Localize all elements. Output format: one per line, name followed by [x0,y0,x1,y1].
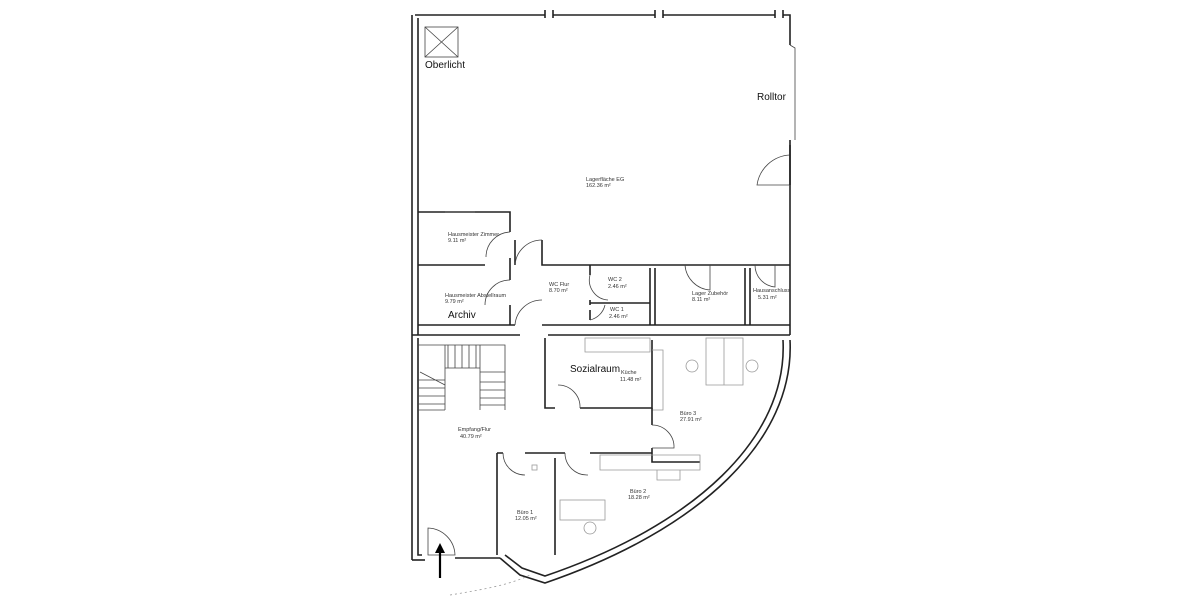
skylight-label: Oberlicht [425,60,465,71]
skylight-icon [424,26,459,58]
svg-text:Büro 1: Büro 1 [517,510,533,516]
svg-text:9.11 m²: 9.11 m² [448,238,466,244]
room-buero-3: Büro 327.91 m² [680,411,702,423]
rolling-door-label: Rolltor [757,92,787,103]
svg-text:Lagerfläche EG: Lagerfläche EG [586,177,624,183]
svg-text:2.46 m²: 2.46 m² [609,314,628,320]
svg-text:Büro 2: Büro 2 [630,489,646,495]
svg-text:8.11 m²: 8.11 m² [692,297,710,303]
svg-text:12.05 m²: 12.05 m² [515,516,537,522]
walls [411,10,796,596]
svg-text:Hausmeister Abstellraum: Hausmeister Abstellraum [445,293,507,299]
svg-text:WC 1: WC 1 [610,307,624,313]
room-buero-1: Büro 112.05 m² [515,510,537,522]
svg-text:Büro 3: Büro 3 [680,411,696,417]
svg-text:27.91 m²: 27.91 m² [680,417,702,423]
room-wc-1: WC 12.46 m² [609,307,628,320]
svg-text:Küche: Küche [621,370,637,376]
svg-text:11.48 m²: 11.48 m² [620,377,641,383]
room-wc-2: WC 22.46 m² [608,277,627,290]
svg-text:Hausmeister Zimmer: Hausmeister Zimmer [448,232,499,238]
svg-text:5.31 m²: 5.31 m² [758,295,777,301]
room-buero-2: Büro 218.28 m² [628,489,650,501]
svg-text:8.70 m²: 8.70 m² [549,288,568,294]
svg-text:WC Flur: WC Flur [549,282,569,288]
svg-text:9.79 m²: 9.79 m² [445,299,464,305]
svg-text:Lager Zubehör: Lager Zubehör [692,291,728,297]
svg-text:Empfang/Flur: Empfang/Flur [458,427,491,433]
svg-text:40.79 m²: 40.79 m² [460,434,482,440]
svg-text:18.28 m²: 18.28 m² [628,495,650,501]
svg-text:Hausanschluss: Hausanschluss [753,288,791,294]
svg-text:162.36 m²: 162.36 m² [586,183,611,189]
archive-label: Archiv [448,310,476,321]
social-room-label: Sozialraum [570,364,620,375]
svg-text:2.46 m²: 2.46 m² [608,284,627,290]
svg-text:WC 2: WC 2 [608,277,622,283]
